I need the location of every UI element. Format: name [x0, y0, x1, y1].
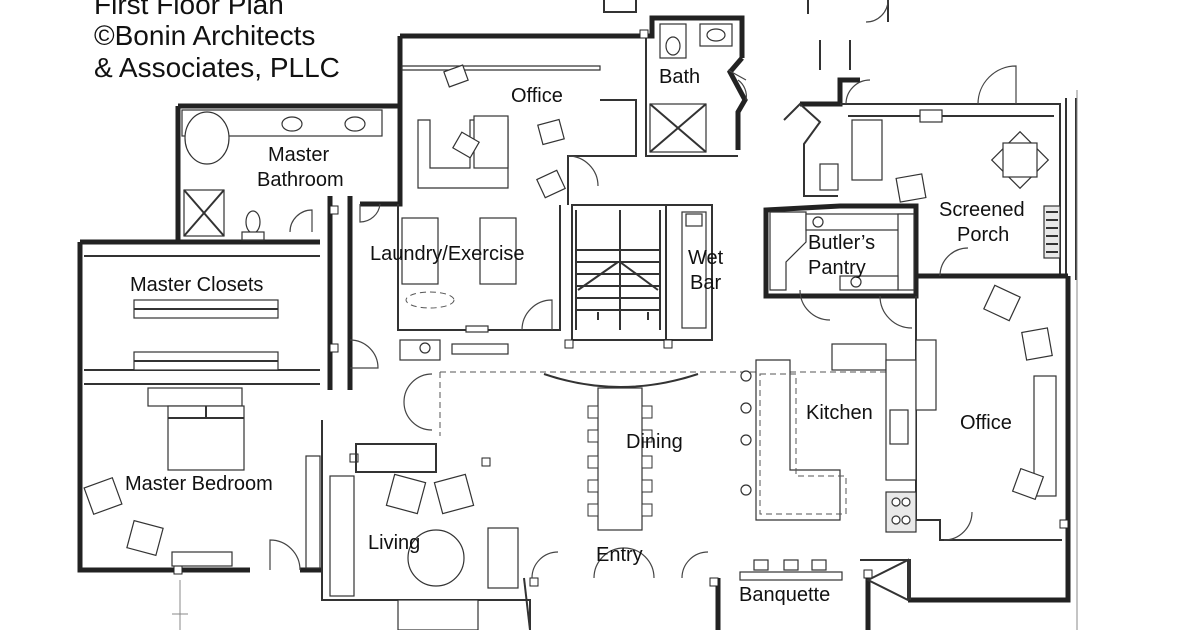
room-label-bath: Bath — [659, 66, 700, 88]
room-labels: Office Bath Master Bathroom Laundry/Exer… — [125, 66, 1025, 606]
room-label-butlers-pantry-line-2: Pantry — [808, 257, 866, 279]
grill-icon — [1043, 205, 1061, 259]
room-label-master-bedroom: Master Bedroom — [125, 473, 273, 495]
master-bedroom-furniture — [83, 387, 321, 569]
living-furniture — [329, 443, 519, 630]
kitchen-fixtures — [740, 339, 937, 533]
bathtub-icon — [184, 111, 230, 165]
room-label-master-closets: Master Closets — [130, 274, 263, 296]
sink-icon — [685, 213, 703, 227]
door-swings — [269, 0, 1017, 579]
sink-icon — [706, 28, 726, 42]
room-label-master-bathroom-line-2: Bathroom — [257, 169, 344, 191]
room-label-banquette: Banquette — [739, 584, 830, 606]
room-label-kitchen: Kitchen — [806, 402, 873, 424]
stair — [575, 210, 661, 330]
bath-fixtures — [649, 23, 733, 153]
master-closet-rods — [133, 299, 279, 371]
room-label-screened-porch-line-1: Screened — [939, 199, 1025, 221]
room-label-butlers-pantry-line-1: Butler’s — [808, 232, 875, 254]
office-east-furniture — [983, 284, 1057, 501]
title-line-3: & Associates, PLLC — [94, 52, 340, 83]
room-label-office-north: Office — [511, 85, 563, 107]
toilet-icon — [245, 210, 261, 234]
room-label-wet-bar-line-1: Wet — [688, 247, 724, 269]
toilet-icon — [665, 36, 681, 56]
room-label-office-east: Office — [960, 412, 1012, 434]
room-label-screened-porch-line-2: Porch — [957, 224, 1009, 246]
butlers-pantry-fixtures — [769, 163, 915, 291]
grid-lines — [172, 90, 1078, 630]
title-line-2: ©Bonin Architects — [94, 20, 315, 51]
laundry-fixtures — [399, 217, 517, 361]
entry-banquette-fixtures — [739, 558, 909, 602]
wet-bar-fixtures — [681, 211, 707, 329]
office-north-furniture — [401, 64, 601, 199]
room-label-dining: Dining — [626, 431, 683, 453]
title-line-1: First Floor Plan — [94, 0, 284, 20]
sink-icon — [344, 116, 366, 132]
room-label-living: Living — [368, 532, 420, 554]
title-block: First Floor Plan ©Bonin Architects & Ass… — [94, 0, 340, 83]
dining-furniture — [439, 371, 900, 531]
room-label-laundry-exercise: Laundry/Exercise — [370, 243, 525, 265]
room-label-wet-bar-line-2: Bar — [690, 272, 721, 294]
room-label-entry: Entry — [596, 544, 643, 566]
screened-porch-furniture — [851, 109, 1061, 259]
room-label-master-bathroom-line-1: Master — [268, 144, 329, 166]
stove-icon — [885, 491, 917, 533]
master-bath-fixtures — [181, 109, 383, 241]
sink-icon — [889, 409, 909, 445]
sink-icon — [281, 116, 303, 132]
